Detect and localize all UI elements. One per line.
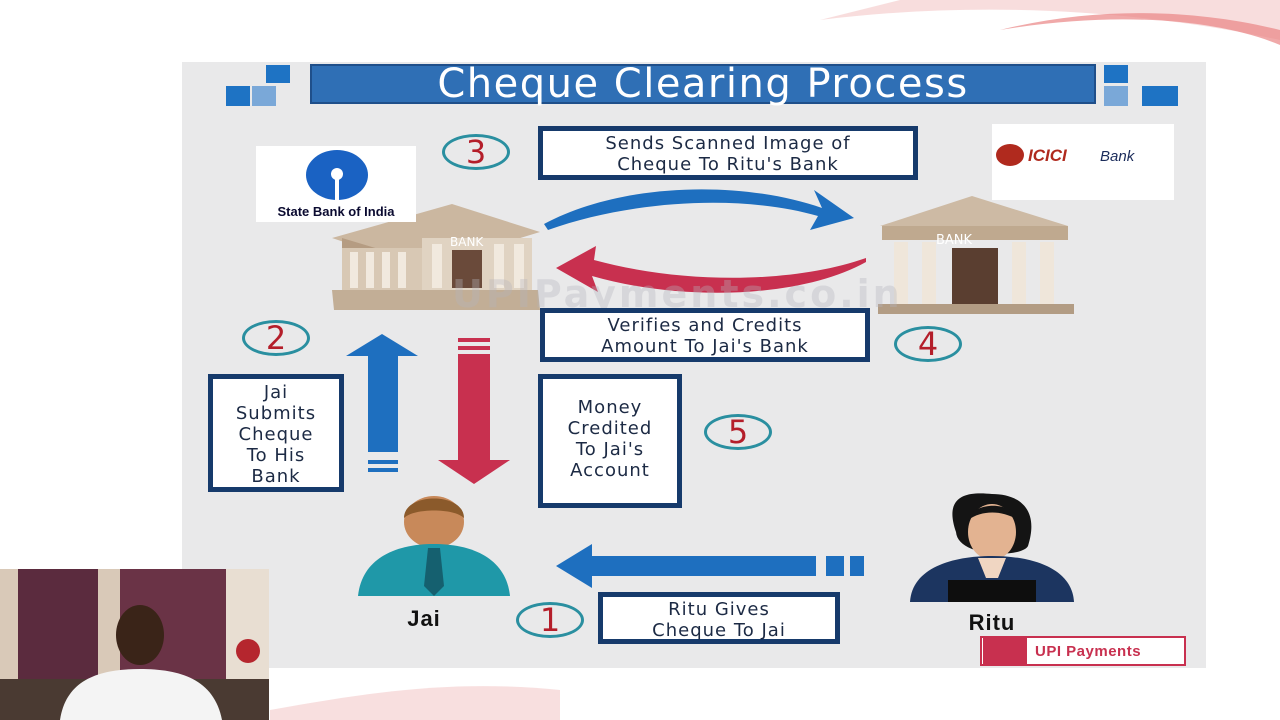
step-4-line: Verifies and Credits — [545, 315, 865, 336]
sbi-logo: State Bank of India — [256, 146, 416, 222]
slide: Cheque Clearing Process BANK — [182, 62, 1206, 668]
presenter-video — [0, 569, 269, 720]
step-1-number: 1 — [516, 602, 584, 638]
step-5-line: Account — [543, 460, 677, 481]
step-4-number: 4 — [894, 326, 962, 362]
icici-suffix: Bank — [1100, 148, 1134, 165]
sbi-logo-text: State Bank of India — [256, 204, 416, 219]
bank-building-right: BANK — [878, 196, 1074, 314]
sbi-emblem-icon — [306, 150, 368, 200]
arrow-give-cheque — [556, 544, 864, 588]
step-3-number: 3 — [442, 134, 510, 170]
badge-text: UPI Payments — [1035, 643, 1141, 660]
upi-payments-badge: UPI Payments — [980, 636, 1186, 666]
step-1-line: Ritu Gives — [603, 599, 835, 620]
webcam-overlay — [0, 569, 269, 720]
step-4-box: Verifies and Credits Amount To Jai's Ban… — [540, 308, 870, 362]
person-ritu-figure — [910, 493, 1074, 602]
step-5-line: Money — [543, 397, 677, 418]
step-2-line: To His — [213, 445, 339, 466]
step-5-box: Money Credited To Jai's Account — [538, 374, 682, 508]
bank-label-left: BANK — [450, 235, 484, 249]
arrow-credit-down — [438, 338, 510, 484]
step-5-line: To Jai's — [543, 439, 677, 460]
step-2-line: Jai — [213, 382, 339, 403]
bank-label-right: BANK — [936, 233, 973, 248]
person-jai-label: Jai — [384, 606, 464, 632]
step-2-box: Jai Submits Cheque To His Bank — [208, 374, 344, 492]
step-1-line: Cheque To Jai — [603, 620, 835, 641]
exchange-arrows-icon — [983, 638, 1027, 664]
icici-emblem-icon — [996, 144, 1024, 166]
step-4-line: Amount To Jai's Bank — [545, 336, 865, 357]
step-5-line: Credited — [543, 418, 677, 439]
arrow-submit-up — [346, 334, 418, 472]
icici-logo: ICICI Bank — [992, 124, 1174, 200]
arrow-send-image — [544, 189, 854, 230]
step-3-line: Cheque To Ritu's Bank — [543, 154, 913, 175]
person-jai-figure — [358, 496, 510, 596]
step-3-line: Sends Scanned Image of — [543, 133, 913, 154]
person-ritu-label: Ritu — [952, 610, 1032, 636]
step-2-number: 2 — [242, 320, 310, 356]
step-1-box: Ritu Gives Cheque To Jai — [598, 592, 840, 644]
step-3-box: Sends Scanned Image of Cheque To Ritu's … — [538, 126, 918, 180]
step-2-line: Cheque — [213, 424, 339, 445]
step-2-line: Bank — [213, 466, 339, 487]
step-5-number: 5 — [704, 414, 772, 450]
icici-brand: ICICI — [1028, 146, 1067, 166]
step-2-line: Submits — [213, 403, 339, 424]
